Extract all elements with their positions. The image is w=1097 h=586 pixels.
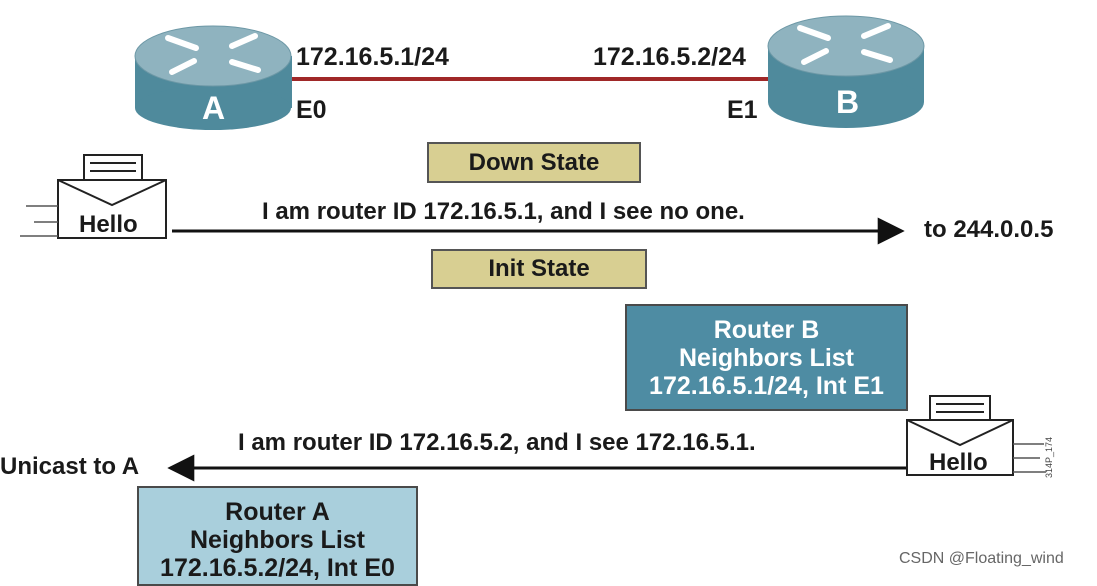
down-state-box: Down State	[427, 142, 641, 183]
router-a-ip: 172.16.5.1/24	[296, 45, 449, 70]
router-a-neighbors-subtitle: Neighbors List	[139, 526, 416, 554]
hello-2-destination: Unicast to A	[0, 455, 139, 479]
router-a-name: A	[202, 92, 225, 124]
router-a-neighbors-box: Router A Neighbors List 172.16.5.2/24, I…	[137, 486, 418, 586]
init-state-box: Init State	[431, 249, 647, 289]
router-b-neighbors-subtitle: Neighbors List	[627, 344, 906, 372]
router-b-neighbors-title: Router B	[627, 316, 906, 344]
figure-code: 314P_174	[1044, 437, 1054, 478]
hello-1-destination: to 244.0.0.5	[924, 218, 1053, 242]
router-b-interface: E1	[727, 98, 758, 123]
hello-1-envelope-label: Hello	[79, 211, 138, 239]
router-a-neighbors-title: Router A	[139, 498, 416, 526]
hello-2-message: I am router ID 172.16.5.2, and I see 172…	[238, 431, 756, 455]
down-state-label: Down State	[469, 149, 600, 177]
hello-2-envelope-label: Hello	[929, 449, 988, 477]
watermark: CSDN @Floating_wind	[899, 550, 1064, 568]
init-state-label: Init State	[488, 255, 589, 283]
router-b-neighbors-box: Router B Neighbors List 172.16.5.1/24, I…	[625, 304, 908, 411]
router-b-neighbors-entry: 172.16.5.1/24, Int E1	[627, 372, 906, 400]
hello-1-message: I am router ID 172.16.5.1, and I see no …	[262, 200, 745, 224]
router-b-ip: 172.16.5.2/24	[593, 45, 746, 70]
router-b-name: B	[836, 86, 859, 118]
router-a-interface: E0	[296, 98, 327, 123]
